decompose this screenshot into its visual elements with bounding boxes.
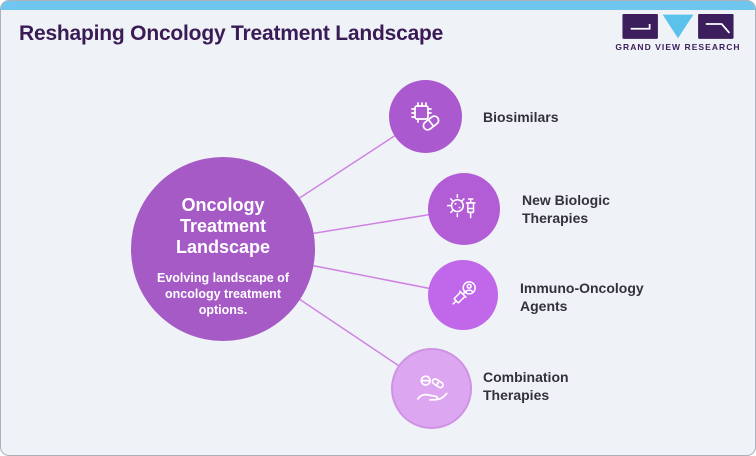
node-label-new-biologic-therapies: New Biologic Therapies (522, 192, 610, 226)
node-circle-combination-therapies (391, 348, 472, 429)
node-circle-new-biologic-therapies (428, 173, 500, 245)
brand-logo: GRAND VIEW RESEARCH (615, 14, 741, 52)
brand-name: GRAND VIEW RESEARCH (615, 42, 741, 52)
center-topic-circle: Oncology Treatment Landscape Evolving la… (131, 157, 315, 341)
node-label-combination-therapies: Combination Therapies (483, 369, 569, 403)
node-circle-immuno-oncology-agents (428, 260, 498, 330)
center-topic-subtitle: Evolving landscape of oncology treatment… (157, 270, 289, 317)
hand-pills-icon (416, 374, 448, 401)
microbe-syringe-icon (446, 193, 476, 219)
chip-capsule-icon (410, 101, 439, 131)
node-label-biosimilars: Biosimilars (483, 109, 559, 125)
syringe-badge-icon (452, 281, 476, 305)
center-topic-title: Oncology Treatment Landscape (175, 195, 271, 258)
page-title: Reshaping Oncology Treatment Landscape (19, 22, 444, 45)
node-label-immuno-oncology-agents: Immuno-Oncology Agents (520, 280, 644, 314)
gvr-logo-icon (622, 14, 734, 39)
top-accent-bar (1, 1, 755, 10)
node-circle-biosimilars (389, 80, 462, 153)
